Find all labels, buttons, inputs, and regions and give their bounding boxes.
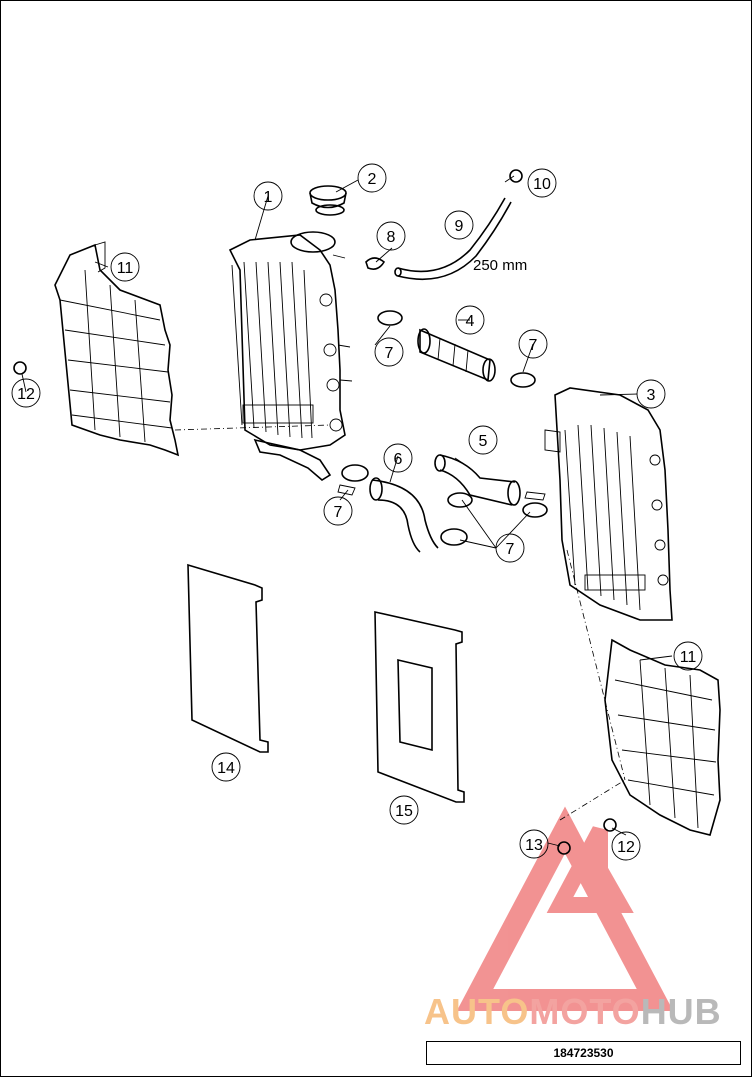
- svg-text:7: 7: [334, 504, 343, 521]
- bolt-13: [557, 841, 571, 855]
- svg-text:9: 9: [455, 218, 464, 235]
- callout-11-a: 11: [110, 252, 140, 282]
- bolt-12-right: [603, 818, 617, 832]
- svg-text:7: 7: [506, 541, 515, 558]
- right-radiator: [544, 387, 673, 621]
- callout-15: 15: [389, 795, 419, 825]
- svg-text:3: 3: [647, 387, 656, 404]
- watermark-brand-moto: MOTO: [529, 991, 641, 1032]
- callout-7-c: 7: [323, 496, 353, 526]
- bolt-12-left: [13, 361, 27, 375]
- callouts: 1 2 3 4 5 6 7 7 7 7 8 9 10 11 11 12 12 1…: [11, 163, 703, 861]
- callout-13: 13: [519, 829, 549, 859]
- callout-11-b: 11: [673, 641, 703, 671]
- overflow-hose: [394, 197, 512, 281]
- callout-5: 5: [468, 425, 498, 455]
- watermark-brand-auto: AUTO: [424, 991, 530, 1032]
- callout-4: 4: [455, 305, 485, 335]
- hose-clip: [509, 169, 523, 183]
- svg-text:11: 11: [680, 649, 697, 666]
- alignment-line-left: [174, 424, 331, 431]
- callout-8: 8: [376, 221, 406, 251]
- connector-pipe: [417, 328, 496, 382]
- callout-2: 2: [357, 163, 387, 193]
- left-radiator: [228, 231, 353, 481]
- svg-text:11: 11: [117, 260, 134, 277]
- callout-7-b: 7: [518, 329, 548, 359]
- callout-14: 14: [211, 752, 241, 782]
- callout-1: 1: [253, 181, 283, 211]
- part-number-box: 184723530: [426, 1041, 741, 1065]
- callout-10: 10: [527, 168, 557, 198]
- hose-clamps: [337, 310, 548, 546]
- watermark-brand: AUTOMOTOHUB: [424, 992, 744, 1032]
- svg-text:12: 12: [617, 839, 635, 856]
- svg-text:7: 7: [529, 337, 538, 354]
- cover-panel-15: [374, 610, 465, 803]
- svg-text:7: 7: [385, 345, 394, 362]
- small-hose-clamp: [365, 257, 386, 270]
- svg-text:8: 8: [387, 229, 396, 246]
- callout-9: 9: [444, 210, 474, 240]
- callout-3: 3: [636, 379, 666, 409]
- svg-text:6: 6: [394, 451, 403, 468]
- cover-panel-14: [187, 563, 269, 753]
- svg-text:10: 10: [533, 176, 551, 193]
- upper-hose: [434, 454, 521, 506]
- callout-12-b: 12: [611, 831, 641, 861]
- svg-text:12: 12: [17, 386, 35, 403]
- callout-6: 6: [383, 443, 413, 473]
- svg-text:4: 4: [466, 313, 475, 330]
- watermark-logo: [456, 806, 674, 1011]
- svg-text:14: 14: [217, 760, 235, 777]
- svg-text:1: 1: [264, 189, 273, 206]
- svg-text:13: 13: [525, 837, 543, 854]
- watermark-brand-hub: HUB: [640, 991, 722, 1032]
- alignment-line-right: [566, 549, 626, 781]
- radiator-cap: [309, 185, 347, 216]
- svg-text:15: 15: [395, 803, 413, 820]
- alignment-line-bolt: [559, 779, 626, 821]
- left-radiator-shroud: [54, 241, 180, 457]
- svg-text:5: 5: [479, 433, 488, 450]
- hose-length-label: 250 mm: [473, 257, 527, 274]
- leader-lines: [21, 175, 673, 847]
- right-radiator-shroud: [604, 638, 721, 836]
- svg-text:2: 2: [368, 171, 377, 188]
- lower-hose: [369, 477, 439, 553]
- callout-7-a: 7: [374, 337, 404, 367]
- callout-12-a: 12: [11, 378, 41, 408]
- callout-7-d: 7: [495, 533, 525, 563]
